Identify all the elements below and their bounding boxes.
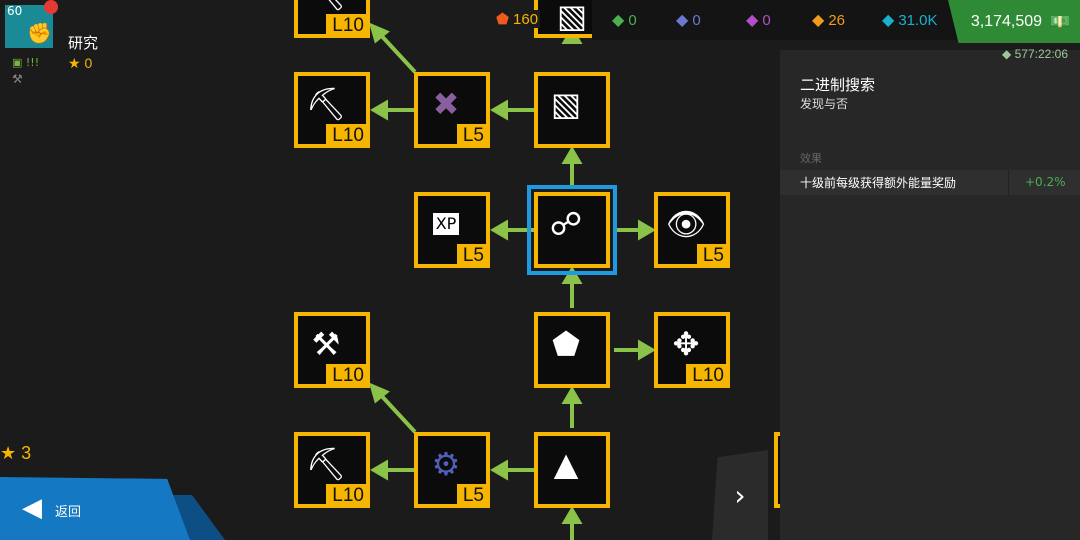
green-hex-icon: ◆	[612, 12, 625, 29]
arrowhead	[561, 386, 583, 404]
resource-counter: ◆26	[812, 11, 845, 30]
node-level: L10	[326, 14, 368, 36]
resource-counter: ◆0	[612, 11, 637, 30]
node-level: L10	[326, 364, 368, 386]
pickaxe-icon: ⛏	[305, 445, 347, 483]
skill-node[interactable]: ⛏L10	[294, 72, 370, 148]
skill-node[interactable]: ✥L10	[654, 312, 730, 388]
expand-arrows-icon: ✥	[672, 325, 700, 363]
node-level: L5	[456, 244, 488, 266]
node-level: L10	[326, 124, 368, 146]
arrowhead	[490, 99, 508, 121]
connector	[376, 30, 417, 74]
xp-icon: XP	[432, 213, 460, 235]
arrowhead	[561, 146, 583, 164]
arrowhead	[638, 339, 656, 361]
selected-node-highlight	[527, 185, 617, 275]
star-count: ★ 0	[68, 55, 93, 71]
blue-triangle-icon: ◆	[676, 12, 689, 29]
skill-node[interactable]: ☍	[534, 192, 610, 268]
arrowhead	[561, 266, 583, 284]
node-level: L5	[456, 124, 488, 146]
resource-bar	[592, 0, 962, 40]
panel-title: 二进制搜索	[800, 76, 876, 94]
arrowhead	[368, 382, 390, 404]
tools-icon[interactable]: ⚒	[12, 72, 23, 86]
fist-icon: ✊	[27, 21, 52, 45]
binary-tree-icon: ☍	[549, 205, 583, 243]
eye-icon: 👁	[665, 205, 707, 243]
effect-row: 十级前每级获得额外能量奖励 +0.2%	[780, 170, 1080, 195]
stripes-icon: ▧	[550, 85, 582, 123]
skill-node[interactable]: XP L5	[414, 192, 490, 268]
effects-label: 效果	[800, 152, 822, 165]
arrowhead	[370, 99, 388, 121]
bottom-star-count: ★ 3	[0, 443, 32, 463]
cost-icon: ⬟	[496, 11, 510, 28]
purple-square-icon: ◆	[746, 12, 759, 29]
money-display[interactable]: 3,174,509💵	[948, 0, 1080, 43]
skill-node[interactable]: ⚒L10	[294, 312, 370, 388]
node-level: L5	[456, 484, 488, 506]
back-arrow-icon: ◀	[22, 493, 42, 523]
notification-dot	[44, 0, 58, 14]
stripes-icon: ▧	[556, 0, 588, 35]
back-button[interactable]: ◀ 返回	[0, 477, 190, 540]
screen-title: 研究	[68, 34, 99, 52]
next-page-button[interactable]: ›	[712, 450, 768, 540]
arrowhead	[490, 459, 508, 481]
purple-gem-icon: ✖	[432, 85, 460, 123]
profile-avatar[interactable]: 60 ✊	[5, 5, 53, 48]
resource-counter: ◆31.0K	[882, 11, 938, 30]
skill-node[interactable]: ⚙L5	[414, 432, 490, 508]
resource-counter: ◆0	[676, 11, 701, 30]
rocks-icon: ⬟	[552, 325, 580, 363]
timer: ◆ 577:22:06	[1002, 47, 1068, 61]
arrowhead	[638, 219, 656, 241]
triangle-icon: ▲	[553, 445, 579, 483]
chest-alert[interactable]: ▣ !!!	[12, 56, 40, 69]
node-cost: ⬟160	[494, 10, 541, 28]
skill-node[interactable]: ▧	[534, 72, 610, 148]
node-level: L10	[686, 364, 728, 386]
resource-counter: ◆0	[746, 11, 771, 30]
blue-gem-icon: ⚙	[431, 445, 461, 483]
pickaxe-icon: ⛏	[305, 85, 347, 123]
skill-node[interactable]: ⛏L10	[294, 432, 370, 508]
arrowhead	[370, 459, 388, 481]
node-level: L10	[326, 484, 368, 506]
orange-circle-icon: ◆	[812, 12, 825, 29]
node-level: L5	[696, 244, 728, 266]
skill-node[interactable]: ⛏ L10	[294, 0, 370, 38]
cyan-diamond-icon: ◆	[882, 12, 895, 29]
arrowhead	[561, 506, 583, 524]
skill-node[interactable]: ⬟	[534, 312, 610, 388]
connector	[376, 390, 417, 434]
detail-panel: ◆ 577:22:06 二进制搜索 发现与否 效果 十级前每级获得额外能量奖励 …	[780, 47, 1080, 540]
arrowhead	[368, 22, 390, 44]
arrowhead	[490, 219, 508, 241]
hammer-icon: ⚒	[311, 325, 341, 363]
skill-node[interactable]: ▲	[534, 432, 610, 508]
skill-node[interactable]: 👁L5	[654, 192, 730, 268]
cash-icon: 💵	[1050, 13, 1070, 31]
pickaxe-icon: ⛏	[306, 0, 347, 10]
panel-subtitle: 发现与否	[800, 97, 849, 111]
skill-node[interactable]: ✖L5	[414, 72, 490, 148]
